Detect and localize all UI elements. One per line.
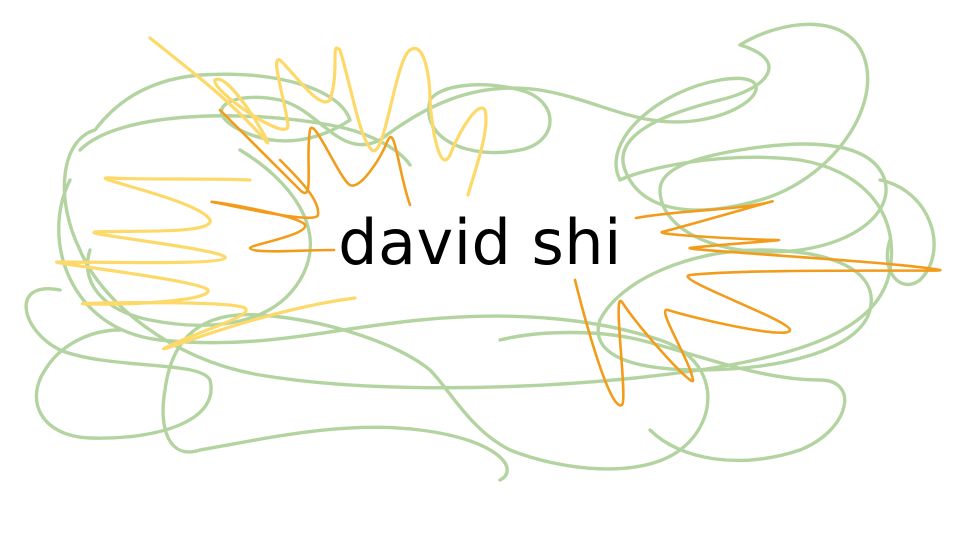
yellow-zigzag-top bbox=[148, 36, 488, 197]
yellow-scribbles bbox=[55, 36, 488, 351]
green-loop-3 bbox=[24, 287, 213, 440]
green-loop-10 bbox=[498, 330, 847, 463]
orange-zigzag-left bbox=[210, 158, 336, 253]
green-loop-9 bbox=[85, 148, 312, 327]
green-loop-8 bbox=[427, 83, 552, 155]
yellow-zigzag-left bbox=[55, 176, 357, 351]
green-loop-6 bbox=[621, 22, 870, 212]
green-loop-4 bbox=[596, 248, 873, 372]
orange-zigzag-top-left bbox=[218, 108, 412, 207]
orange-zigzag-right bbox=[573, 199, 942, 407]
green-loop-11 bbox=[78, 114, 412, 167]
green-loop-7 bbox=[878, 178, 936, 287]
orange-scribbles bbox=[210, 108, 942, 407]
green-loop-2 bbox=[57, 178, 710, 482]
page-title: david shi bbox=[338, 206, 622, 279]
